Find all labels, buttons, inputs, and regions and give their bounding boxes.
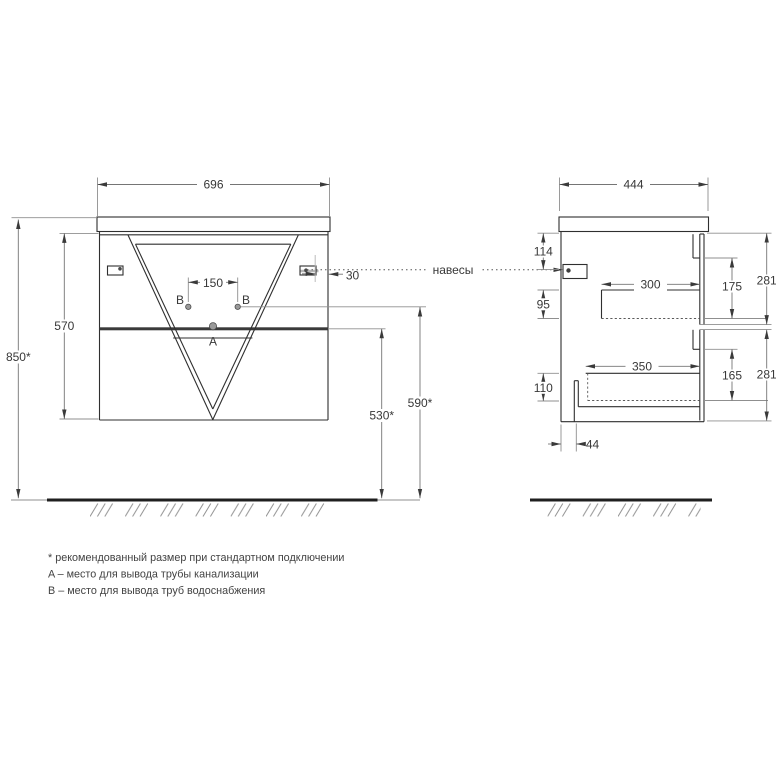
- dim-hinge-offset: 30: [346, 269, 360, 283]
- front-countertop: [96, 216, 331, 233]
- footnote-a: A – место для вывода трубы канализации: [48, 569, 259, 581]
- side-drain-slot: [573, 380, 700, 422]
- dim-divider-height: 530*: [369, 409, 394, 423]
- dim-drawer1-depth: 300: [640, 277, 660, 291]
- label-b-right: B: [242, 293, 250, 307]
- dim-depth: 444: [623, 178, 643, 192]
- dim-drawer2-height: 165: [722, 369, 742, 383]
- front-view-dimensions: 696 850* 570 150 B B A 590* 530*: [3, 177, 563, 501]
- dim-drawer2-depth: 350: [632, 359, 652, 373]
- side-view-dimensions: 444 114 95 110 300 350 175: [531, 177, 776, 452]
- dim-cabinet-height: 570: [54, 319, 74, 333]
- point-b-left: [185, 303, 192, 310]
- front-view: [96, 216, 331, 421]
- ground: [47, 498, 712, 518]
- dim-overall-height: 850*: [6, 350, 31, 364]
- front-hinge-right: [299, 255, 319, 282]
- dim-drawer1-gap: 95: [537, 297, 551, 311]
- dim-drain-offset: 44: [586, 438, 600, 452]
- ground-hatch-left: [90, 502, 336, 518]
- side-countertop: [558, 216, 710, 233]
- dim-drawer1-height: 175: [722, 280, 742, 294]
- front-v-decor: [127, 234, 299, 420]
- ground-hatch-right: [547, 502, 701, 518]
- dim-front1-height: 281: [757, 274, 776, 288]
- dim-drain-height: 590*: [408, 396, 433, 410]
- footnote-recommended: * рекомендованный размер при стандартном…: [48, 552, 344, 564]
- dim-drawer2-gap: 110: [534, 381, 553, 395]
- dim-hinge-top-offset: 114: [534, 245, 553, 259]
- front-hinge-left: [106, 265, 124, 276]
- footnotes: * рекомендованный размер при стандартном…: [48, 552, 344, 597]
- point-b-right: [234, 303, 241, 310]
- point-a: [208, 322, 217, 331]
- dim-front-width: 696: [203, 178, 223, 192]
- label-b-left: B: [176, 293, 184, 307]
- side-view: [558, 216, 710, 423]
- dim-front2-height: 281: [757, 368, 776, 382]
- footnote-b: B – место для вывода труб водоснабжения: [48, 585, 265, 597]
- side-hinge-bracket: [562, 263, 588, 280]
- dim-faucet-span: 150: [203, 276, 223, 290]
- label-hangers: навесы: [433, 263, 474, 277]
- label-a: A: [209, 335, 217, 349]
